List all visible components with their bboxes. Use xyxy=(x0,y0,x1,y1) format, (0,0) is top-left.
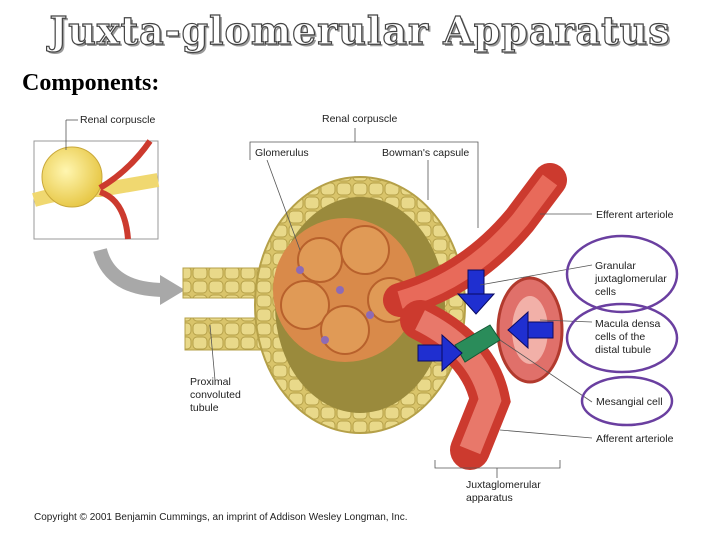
inset-renal-corpuscle xyxy=(32,119,160,240)
label-efferent-arteriole: Efferent arteriole xyxy=(596,209,674,221)
label-proximal-tubule: Proximal convoluted tubule xyxy=(190,376,241,414)
label-macula-densa: Macula densa cells of the distal tubule xyxy=(595,318,661,356)
copyright-notice: Copyright © 2001 Benjamin Cummings, an i… xyxy=(34,512,408,523)
arrow-macula-densa xyxy=(507,310,554,350)
highlight-macula-densa xyxy=(565,302,679,374)
arrow-granular-cells xyxy=(456,269,496,315)
label-glomerulus: Glomerulus xyxy=(255,147,309,159)
renal-corpuscle-bracket xyxy=(249,128,479,251)
label-granular-cells: Granular juxtaglomerular cells xyxy=(595,260,667,298)
efferent-arteriole xyxy=(383,163,567,317)
label-afferent-arteriole: Afferent arteriole xyxy=(596,433,674,445)
slide-title: Juxta-glomerular Apparatus xyxy=(49,7,671,53)
label-mesangial-cell: Mesangial cell xyxy=(596,396,663,408)
components-heading: Components: xyxy=(22,70,160,96)
jga-bracket xyxy=(434,460,561,478)
highlight-mesangial xyxy=(580,375,674,427)
label-jga: Juxtaglomerular apparatus xyxy=(466,479,541,504)
label-bowmans-capsule: Bowman's capsule xyxy=(382,147,470,159)
pointer-arrow xyxy=(93,247,166,297)
highlight-granular xyxy=(565,234,679,314)
label-renal-corpuscle: Renal corpuscle xyxy=(322,113,398,125)
label-renal-corpuscle-inset: Renal corpuscle xyxy=(80,114,156,126)
arrow-mesangial xyxy=(417,333,463,373)
